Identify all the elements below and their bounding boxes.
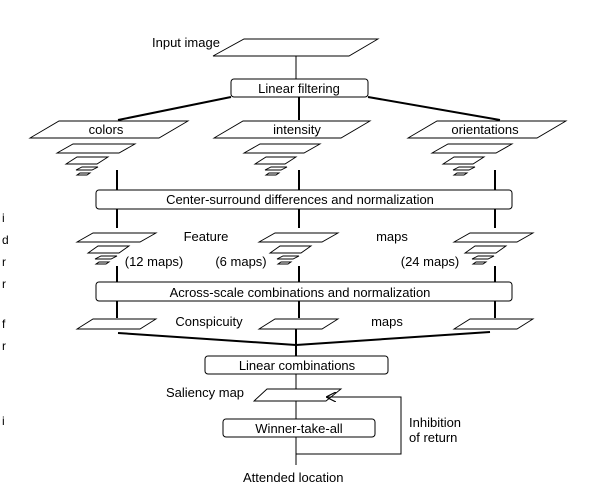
pyramid-plane (253, 156, 298, 165)
pyramid-plane (55, 143, 137, 154)
attended-location-label: Attended location (243, 470, 343, 485)
feature-map-plane (75, 232, 158, 243)
edge-mark: f (2, 317, 6, 331)
feature-map-plane (452, 232, 535, 243)
edge-mark: r (2, 339, 6, 353)
saliency-map-plane (252, 388, 343, 402)
pyramid-plane (264, 172, 281, 176)
winner-take-all-box (222, 418, 376, 438)
feature-map-plane (471, 261, 488, 265)
input-image-plane (212, 38, 380, 57)
edge-mark: r (2, 255, 6, 269)
linear-filtering-label: Linear filtering (258, 81, 340, 96)
orientations-conspicuity-map (452, 318, 535, 330)
edge-mark: i (2, 211, 5, 225)
pyramid-plane (452, 166, 476, 171)
colors-map-count: (12 maps) (125, 254, 184, 269)
edge-mark: r (2, 277, 6, 291)
colors-feature-maps (75, 232, 158, 265)
intensity-pyramid (212, 120, 372, 176)
pyramid-plane (242, 143, 322, 154)
feature-maps-word-label: maps (376, 229, 408, 244)
across-scale-box (95, 281, 513, 302)
pyramid-plane (452, 172, 469, 176)
inhibition-feedback-arrow (296, 397, 402, 455)
linear-combinations-label: Linear combinations (239, 358, 356, 373)
colors-conspicuity-map (75, 318, 158, 330)
feature-map-plane (86, 245, 131, 254)
branch-to-orientations (367, 96, 501, 121)
orientations-pyramid (406, 120, 568, 176)
pyramid-plane (264, 166, 288, 171)
feature-map-plane (276, 255, 300, 260)
feature-map-plane (268, 245, 313, 254)
feature-map-plane (94, 255, 118, 260)
pyramid-plane (430, 143, 514, 154)
converge-colors (117, 332, 297, 346)
intensity-map-count: (6 maps) (215, 254, 266, 269)
pyramid-plane (64, 156, 110, 165)
center-surround-box (95, 189, 513, 210)
center-surround-label: Center-surround differences and normaliz… (166, 192, 434, 207)
feature-map-plane (94, 261, 111, 265)
converge-orientations (295, 331, 491, 346)
feature-map-plane (471, 255, 495, 260)
feature-map-plane (463, 245, 508, 254)
edge-mark: d (2, 233, 9, 247)
pyramid-plane (441, 156, 486, 165)
orientations-feature-maps (452, 232, 535, 265)
branch-to-colors (117, 96, 232, 121)
feature-map-plane (276, 261, 293, 265)
across-scale-label: Across-scale combinations and normalizat… (170, 285, 431, 300)
intensity-feature-maps (257, 232, 340, 265)
conspicuity-word-label: Conspicuity (175, 314, 243, 329)
inhibition-label-line1: Inhibition (409, 415, 461, 430)
pyramid-plane (28, 120, 190, 139)
orientations-map-count: (24 maps) (401, 254, 460, 269)
colors-pyramid (28, 120, 190, 176)
input-image-label: Input image (152, 35, 220, 50)
colors-label: colors (89, 122, 124, 137)
intensity-label: intensity (273, 122, 321, 137)
intensity-conspicuity-map (257, 318, 340, 330)
edge-mark: i (2, 414, 5, 428)
feature-map-plane (257, 232, 340, 243)
inhibition-label-line2: of return (409, 430, 457, 445)
saliency-map-label: Saliency map (166, 385, 244, 400)
pyramid-plane (212, 120, 372, 139)
edge-marks: i d r r f r i (2, 211, 9, 428)
conspicuity-maps-word-label: maps (371, 314, 403, 329)
feature-word-label: Feature (184, 229, 229, 244)
pyramid-plane (406, 120, 568, 139)
orientations-label: orientations (451, 122, 519, 137)
winner-take-all-label: Winner-take-all (255, 421, 343, 436)
pyramid-plane (75, 166, 99, 171)
pyramid-plane (75, 172, 92, 176)
